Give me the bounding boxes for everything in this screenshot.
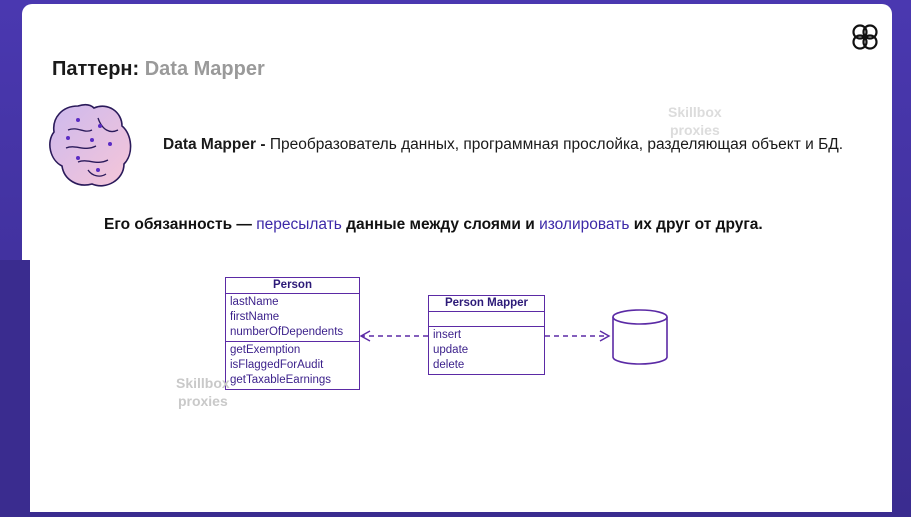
mapper-methods: insert update delete (429, 327, 544, 374)
slide-title: Паттерн: Data Mapper (52, 58, 265, 81)
title-pattern-name: Data Mapper (144, 58, 265, 80)
method-row: delete (433, 359, 465, 371)
person-methods: getExemption isFlaggedForAudit getTaxabl… (226, 342, 359, 389)
person-class-box: Person lastName firstName numberOfDepend… (225, 277, 360, 390)
attribute-row: firstName (230, 311, 280, 323)
highlight-forward: пересылать (256, 216, 342, 233)
definition-text: Data Mapper - Преобразователь данных, пр… (163, 134, 853, 156)
person-attributes: lastName firstName numberOfDependents (226, 294, 359, 342)
brain-illustration-icon (49, 103, 132, 187)
mapper-class-name: Person Mapper (429, 296, 544, 312)
slide (22, 4, 892, 512)
method-row: update (433, 344, 469, 356)
frame-edge (0, 260, 30, 517)
definition-term: Data Mapper - (163, 136, 266, 153)
attribute-row: numberOfDependents (230, 326, 344, 338)
method-row: getExemption (230, 344, 301, 356)
title-prefix: Паттерн: (52, 58, 140, 80)
person-class-name: Person (226, 278, 359, 294)
watermark-top: Skillbox proxies (668, 104, 722, 138)
method-row: insert (433, 329, 462, 341)
responsibility-text: Его обязанность — пересылать данные межд… (104, 216, 763, 233)
brand-logo-icon (852, 24, 878, 50)
method-row: getTaxableEarnings (230, 374, 332, 386)
definition-body: Преобразователь данных, программная прос… (269, 136, 844, 153)
attribute-row: lastName (230, 296, 279, 308)
watermark-bottom: Skillbox proxies (176, 375, 230, 409)
person-mapper-class-box: Person Mapper insert update delete (428, 295, 545, 375)
highlight-isolate: изолировать (539, 216, 630, 233)
mapper-attributes (429, 312, 544, 327)
method-row: isFlaggedForAudit (230, 359, 324, 371)
